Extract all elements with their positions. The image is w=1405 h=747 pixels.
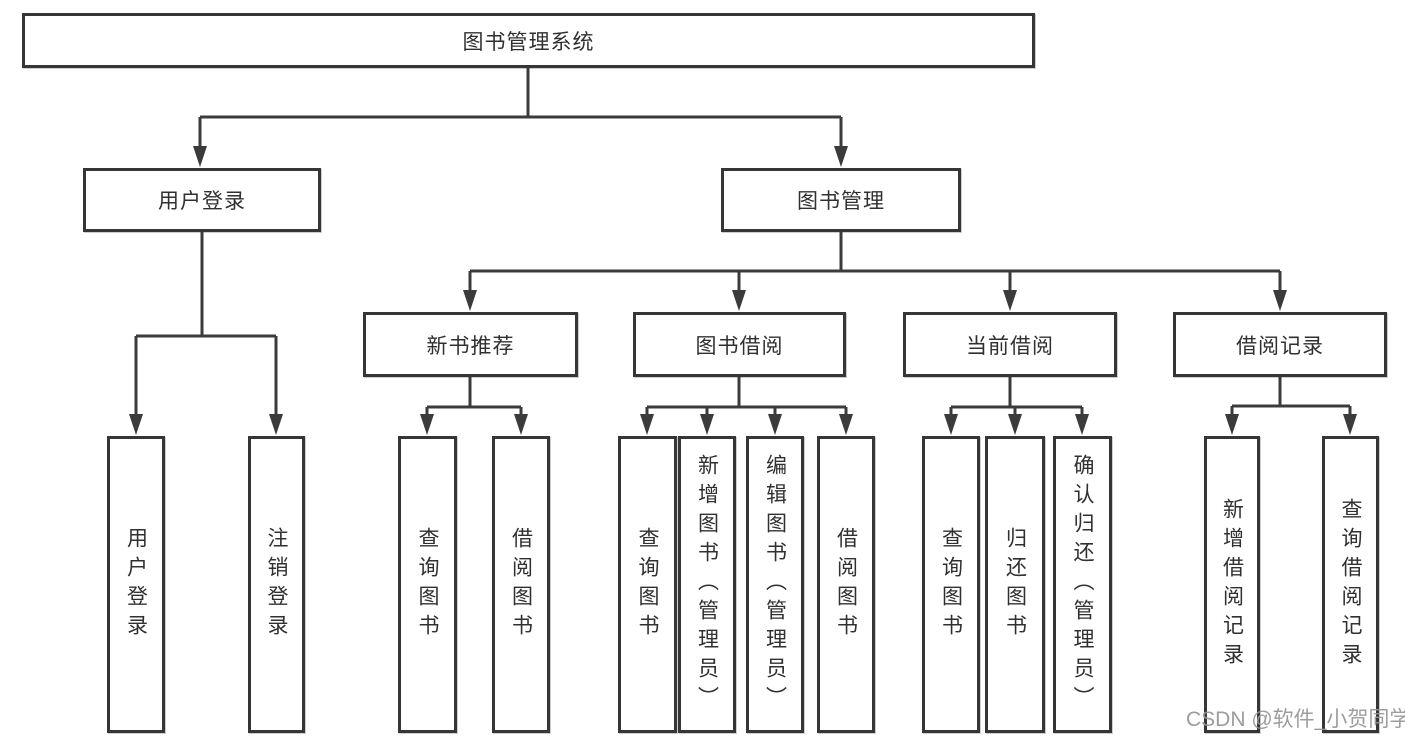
node-book-management: 图书管理	[721, 168, 961, 232]
leaf-add-book-admin: 新增图书（管理员）	[678, 436, 736, 733]
node-library-management-system: 图书管理系统	[22, 13, 1035, 68]
leaf-query-book-recommend: 查询图书	[398, 436, 457, 733]
node-borrow-record: 借阅记录	[1173, 312, 1387, 377]
leaf-query-borrow-record: 查询借阅记录	[1322, 436, 1379, 733]
node-current-borrow: 当前借阅	[903, 312, 1117, 377]
leaf-add-borrow-record: 新增借阅记录	[1204, 436, 1260, 733]
leaf-borrow-book: 借阅图书	[817, 436, 875, 733]
leaf-query-book-borrow: 查询图书	[618, 436, 677, 733]
leaf-return-book: 归还图书	[985, 436, 1045, 733]
leaf-edit-book-admin: 编辑图书（管理员）	[746, 436, 804, 733]
leaf-confirm-return-admin: 确认归还（管理员）	[1053, 436, 1112, 733]
node-user-login: 用户登录	[83, 168, 321, 232]
node-new-book-recommend: 新书推荐	[363, 312, 578, 377]
leaf-user-login: 用户登录	[107, 436, 165, 733]
leaf-query-book-current: 查询图书	[922, 436, 980, 733]
leaf-logout: 注销登录	[248, 436, 305, 733]
node-book-borrow: 图书借阅	[633, 312, 846, 377]
leaf-borrow-book-recommend: 借阅图书	[492, 436, 550, 733]
watermark-text: CSDN @软件_小贺同学	[1186, 708, 1405, 731]
